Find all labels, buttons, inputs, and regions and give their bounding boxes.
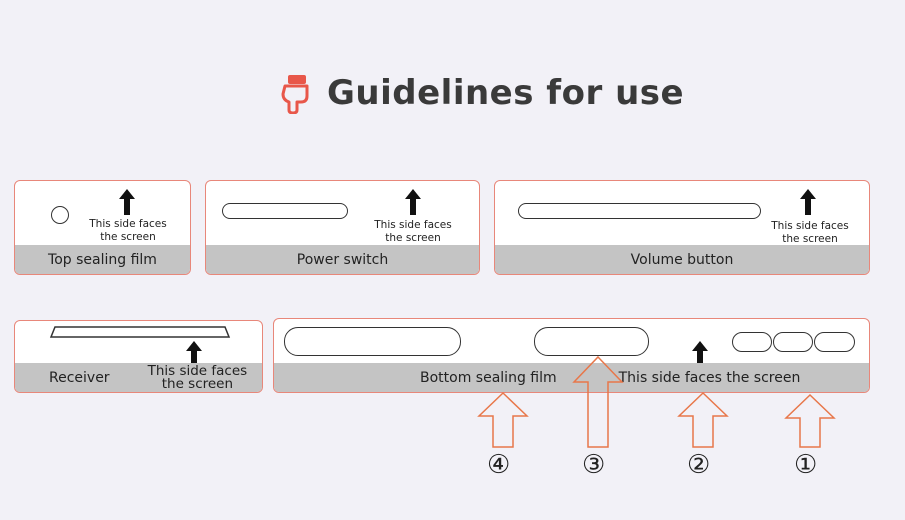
up-arrow-icon	[186, 341, 202, 367]
title-text: Guidelines for use	[327, 73, 685, 113]
speaker-hole-1	[732, 332, 772, 352]
marker-label-1: ①	[794, 450, 818, 480]
up-arrow-icon	[119, 189, 135, 215]
speaker-hole-3	[814, 332, 855, 352]
receiver-cutout	[49, 326, 231, 338]
receiver-label: Receiver	[49, 369, 110, 386]
up-arrow-icon	[800, 189, 816, 215]
marker-label-4: ④	[487, 450, 511, 480]
power-switch-cutout	[222, 203, 348, 219]
marker-label-3: ③	[582, 450, 606, 480]
marker-arrow-2	[677, 391, 729, 448]
page-title: Guidelines for use	[275, 72, 684, 114]
marker-arrow-4	[477, 391, 529, 448]
speaker-cutout-left	[284, 327, 461, 356]
pointing-hand-icon	[281, 75, 309, 114]
speaker-hole-2	[773, 332, 813, 352]
volume-button-cutout	[518, 203, 761, 219]
marker-label-2: ②	[687, 450, 711, 480]
up-arrow-icon	[405, 189, 421, 215]
label-bar: Power switch	[206, 245, 479, 274]
label-bar: Volume button	[495, 245, 869, 274]
label-bar: Bottom sealing film This side faces the …	[274, 363, 869, 392]
charging-port-cutout	[534, 327, 649, 356]
sealing-hole-circle	[51, 206, 69, 224]
card-bottom-sealing-film: Bottom sealing film This side faces the …	[273, 318, 870, 393]
up-arrow-icon	[692, 341, 708, 367]
bottom-sealing-label: Bottom sealing film	[420, 369, 557, 386]
note-faces-screen: This side faces the screen	[618, 369, 801, 386]
marker-arrow-3	[572, 355, 624, 448]
marker-arrow-1	[784, 393, 836, 448]
label-bar: Top sealing film	[15, 245, 190, 274]
